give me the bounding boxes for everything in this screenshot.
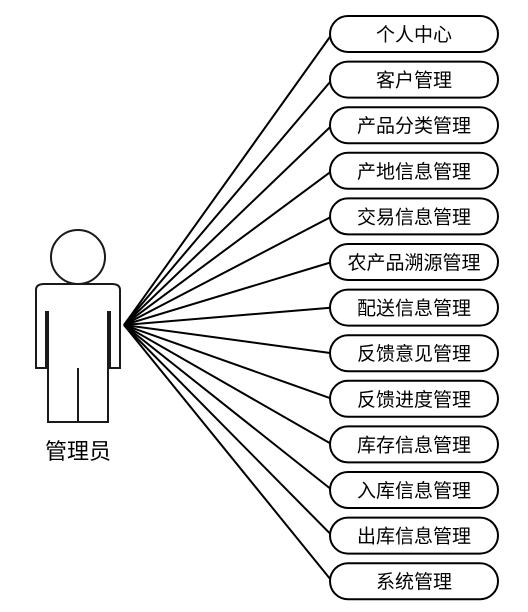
actor-head (50, 229, 106, 285)
use-case-box (329, 15, 499, 53)
use-case-list: 个人中心客户管理产品分类管理产地信息管理交易信息管理农产品溯源管理配送信息管理反… (329, 15, 499, 601)
use-case-label: 系统管理 (376, 571, 452, 593)
use-case-box (329, 379, 499, 418)
use-case-label: 出库信息管理 (357, 526, 471, 548)
use-case-feedback-progress-management: 反馈进度管理 (329, 379, 499, 418)
use-case-inventory-info-management: 库存信息管理 (329, 425, 499, 464)
connector-lines (123, 33, 333, 582)
use-case-agri-product-traceability-management: 农产品溯源管理 (329, 243, 499, 281)
use-case-stock-in-info-management: 入库信息管理 (329, 471, 499, 509)
use-case-label: 产地信息管理 (357, 161, 471, 183)
connector-product-category-management (123, 124, 333, 326)
connector-transaction-info-management (123, 215, 333, 326)
use-case-delivery-info-management: 配送信息管理 (329, 288, 499, 327)
connector-stock-in-info-management (123, 324, 333, 491)
use-case-box (329, 334, 499, 373)
connector-stock-out-info-management (123, 324, 333, 537)
use-case-system-management: 系统管理 (329, 562, 499, 601)
use-case-box (329, 106, 499, 145)
use-case-label: 反馈进度管理 (357, 389, 471, 411)
use-case-personal-center: 个人中心 (329, 15, 499, 53)
use-case-box (329, 516, 499, 555)
use-case-stock-out-info-management: 出库信息管理 (329, 516, 499, 555)
connector-customer-management (123, 78, 333, 326)
connector-origin-info-management (123, 169, 333, 326)
use-case-feedback-opinion-management: 反馈意见管理 (329, 334, 499, 373)
use-case-label: 配送信息管理 (357, 298, 471, 320)
use-case-box (329, 151, 499, 190)
use-case-label: 农产品溯源管理 (347, 252, 480, 274)
use-case-product-category-management: 产品分类管理 (329, 106, 499, 145)
use-case-label: 个人中心 (376, 24, 452, 46)
connector-delivery-info-management (123, 306, 333, 326)
use-case-label: 反馈意见管理 (357, 343, 471, 365)
connector-feedback-progress-management (123, 324, 333, 400)
connector-inventory-info-management (123, 324, 333, 446)
use-case-label: 交易信息管理 (357, 206, 471, 228)
use-case-label: 产品分类管理 (357, 115, 471, 137)
use-case-transaction-info-management: 交易信息管理 (329, 197, 499, 236)
use-case-origin-info-management: 产地信息管理 (329, 151, 499, 190)
use-case-box (329, 288, 499, 327)
use-case-box (329, 197, 499, 236)
use-case-label: 客户管理 (376, 70, 452, 92)
connector-personal-center (123, 33, 333, 326)
actor-figure: 管理员 (35, 229, 121, 465)
use-case-box (329, 471, 499, 509)
connector-feedback-opinion-management (123, 324, 333, 355)
use-case-box (329, 562, 499, 601)
actor-label: 管理员 (45, 440, 111, 465)
use-case-box (329, 425, 499, 464)
use-case-box (329, 243, 499, 281)
use-case-label: 库存信息管理 (357, 434, 471, 456)
actor-torso (35, 283, 121, 423)
use-case-customer-management: 客户管理 (329, 60, 499, 99)
use-case-box (329, 60, 499, 99)
connector-agri-product-traceability-management (123, 261, 333, 326)
connector-system-management (123, 324, 333, 582)
use-case-label: 入库信息管理 (357, 480, 471, 502)
